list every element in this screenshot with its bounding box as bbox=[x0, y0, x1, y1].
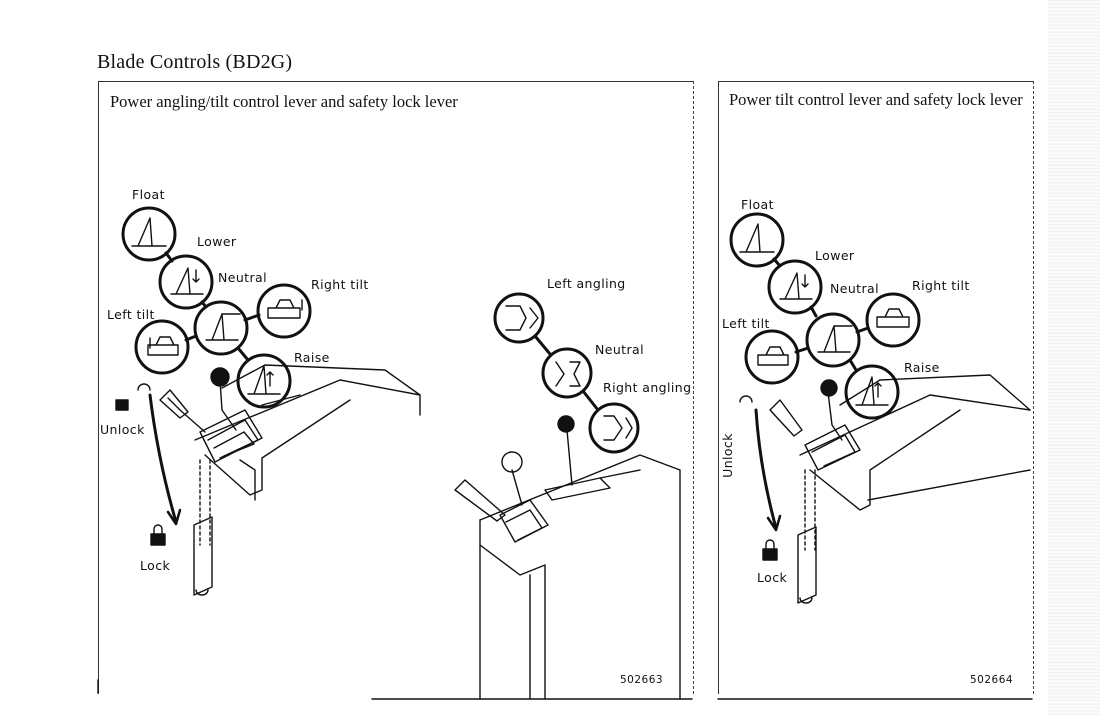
label-float: Float bbox=[132, 187, 165, 202]
label-right-angling: Right angling bbox=[603, 380, 692, 395]
right-label-raise: Raise bbox=[904, 360, 940, 375]
right-panel-frame bbox=[718, 81, 1034, 694]
angling-position-circles bbox=[493, 292, 640, 454]
label-lock: Lock bbox=[140, 558, 171, 573]
label-lower: Lower bbox=[197, 234, 237, 249]
right-label-unlock: Unlock bbox=[719, 433, 735, 478]
middle-console-drawing bbox=[454, 415, 681, 700]
right-label-left-tilt: Left tilt bbox=[722, 316, 770, 331]
label-right-tilt: Right tilt bbox=[311, 277, 369, 292]
left-panel-heading: Power angling/tilt control lever and saf… bbox=[110, 92, 458, 111]
left-lever-position-circles bbox=[121, 206, 312, 409]
lock-padlock-icon bbox=[150, 533, 166, 546]
right-panel-heading: Power tilt control lever and safety lock… bbox=[729, 90, 1023, 109]
right-label-neutral: Neutral bbox=[830, 281, 879, 296]
right-label-lock: Lock bbox=[757, 570, 788, 585]
right-label-right-tilt: Right tilt bbox=[912, 278, 970, 293]
figure-number-right: 502664 bbox=[970, 674, 1014, 686]
left-panel-frame bbox=[98, 81, 694, 694]
page-title: Blade Controls (BD2G) bbox=[97, 51, 293, 73]
right-lock-padlock-icon bbox=[762, 548, 778, 561]
label-unlock: Unlock bbox=[100, 422, 145, 437]
label-left-tilt: Left tilt bbox=[107, 307, 155, 322]
right-label-lower: Lower bbox=[815, 248, 855, 263]
label-neutral-angling: Neutral bbox=[595, 342, 644, 357]
label-neutral: Neutral bbox=[218, 270, 267, 285]
right-console-drawing bbox=[739, 374, 1031, 604]
unlock-padlock-icon bbox=[115, 399, 129, 411]
right-label-float: Float bbox=[741, 197, 774, 212]
scan-edge-texture bbox=[1048, 0, 1100, 715]
figure-number-left: 502663 bbox=[620, 674, 664, 686]
label-raise: Raise bbox=[294, 350, 330, 365]
label-left-angling: Left angling bbox=[547, 276, 626, 291]
right-lever-position-circles bbox=[729, 212, 921, 420]
left-console-drawing bbox=[137, 364, 421, 596]
